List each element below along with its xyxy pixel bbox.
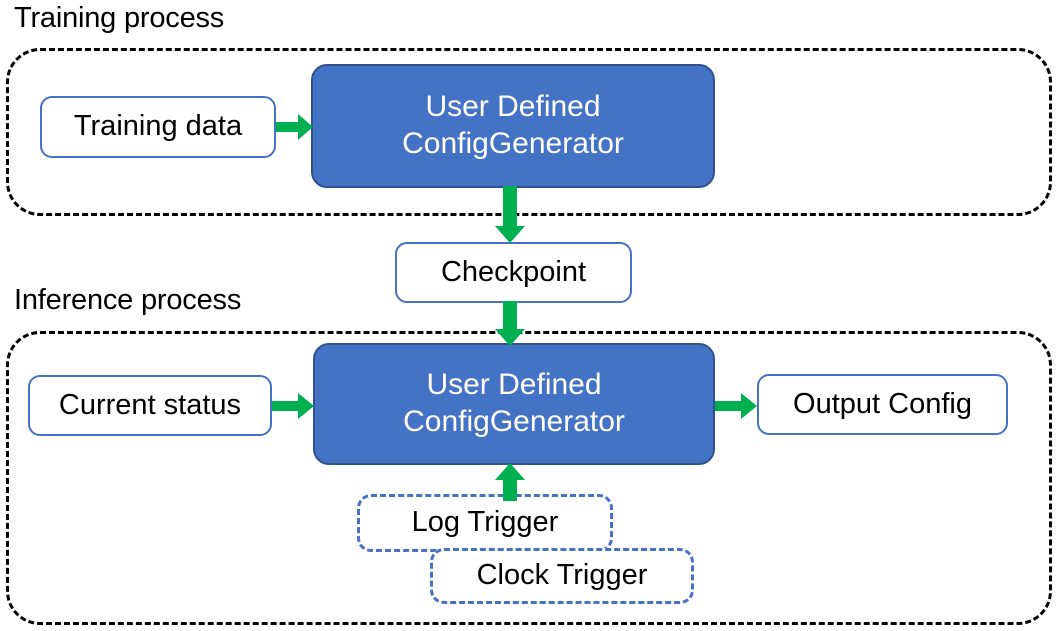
arrow-training-data-to-configgenerator xyxy=(276,112,314,142)
node-checkpoint[interactable]: Checkpoint xyxy=(395,242,632,303)
arrow-checkpoint-to-configgenerator xyxy=(495,301,528,347)
training-process-group xyxy=(6,48,1052,216)
inference-process-group xyxy=(6,331,1052,625)
node-udcg-training-label: User Defined ConfigGenerator xyxy=(402,89,624,162)
node-udcg-inference-label: User Defined ConfigGenerator xyxy=(403,367,625,440)
arrow-configgenerator-to-output-config xyxy=(715,391,759,421)
inference-process-title: Inference process xyxy=(14,284,242,316)
arrow-current-status-to-configgenerator xyxy=(272,391,316,421)
node-udcg-training-label-line1: User Defined xyxy=(425,90,601,124)
node-output-config[interactable]: Output Config xyxy=(757,374,1008,435)
node-user-defined-configgenerator-inference[interactable]: User Defined ConfigGenerator xyxy=(313,343,715,465)
node-udcg-inference-label-line1: User Defined xyxy=(426,368,602,402)
node-clock-trigger-label: Clock Trigger xyxy=(476,559,648,592)
node-udcg-training-label-line2: ConfigGenerator xyxy=(402,127,624,160)
node-current-status-label: Current status xyxy=(58,388,242,421)
node-user-defined-configgenerator-training[interactable]: User Defined ConfigGenerator xyxy=(311,64,715,188)
training-process-title: Training process xyxy=(14,2,225,34)
node-current-status[interactable]: Current status xyxy=(28,375,272,436)
node-output-config-label: Output Config xyxy=(793,387,972,420)
node-udcg-inference-label-line2: ConfigGenerator xyxy=(403,405,625,438)
node-log-trigger[interactable]: Log Trigger xyxy=(357,494,613,552)
node-training-data-label: Training data xyxy=(73,110,243,143)
arrow-configgenerator-to-checkpoint xyxy=(495,186,528,244)
node-training-data[interactable]: Training data xyxy=(40,96,276,158)
node-log-trigger-label: Log Trigger xyxy=(411,506,559,539)
node-clock-trigger[interactable]: Clock Trigger xyxy=(430,548,694,604)
arrow-log-trigger-to-configgenerator xyxy=(495,463,528,501)
node-checkpoint-label: Checkpoint xyxy=(440,255,587,288)
